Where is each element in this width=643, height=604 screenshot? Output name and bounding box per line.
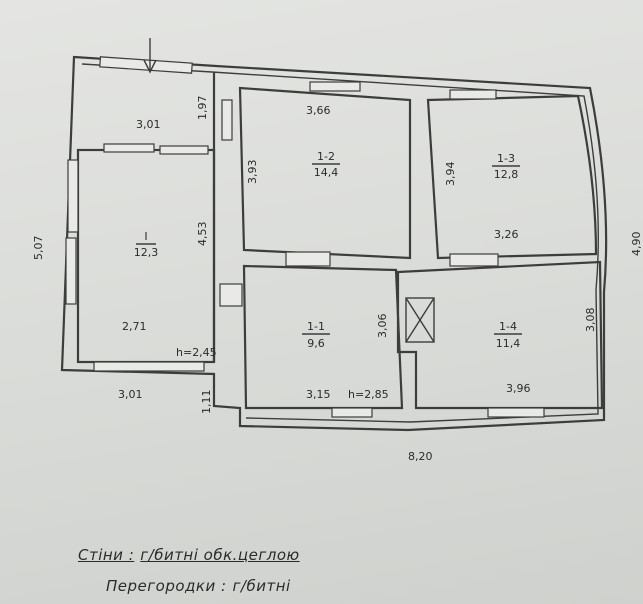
dim-room-1-1-depth: 3,06: [376, 314, 389, 339]
dim-veranda-top-depth: 1,97: [196, 96, 209, 121]
dim-room-1-2-width: 3,66: [306, 104, 331, 117]
window-room-1-3-top: [449, 89, 497, 100]
room-label-1-3: 1-3 12,8: [492, 152, 520, 181]
room-1-4-walls: [396, 260, 604, 410]
dim-right-total: 4,90: [630, 232, 643, 257]
window-left-wall: [221, 99, 233, 141]
room-1-4-number: 1-4: [499, 320, 517, 333]
stove: [405, 297, 435, 343]
door-room-1-1-top: [285, 251, 331, 267]
outer-walls: [60, 55, 608, 432]
window-room-I-left-lower: [65, 237, 77, 305]
dim-step-depth: 1,11: [200, 390, 213, 415]
room-1-3-number: 1-3: [497, 152, 515, 165]
legend-walls: Стіни : г/битні обк.цеглою: [78, 546, 300, 564]
dim-room-1-1-ceiling: h=2,85: [348, 388, 389, 401]
entrance-arrow-icon: [143, 38, 157, 74]
room-1-1-walls: [242, 264, 404, 410]
legend-partitions-label: Перегородки :: [106, 577, 227, 595]
window-room-1-1-bottom: [331, 407, 373, 418]
dim-bottom-left-width: 3,01: [118, 388, 143, 401]
room-I-number: I: [144, 230, 147, 243]
room-label-1-4: 1-4 11,4: [494, 320, 522, 350]
window-room-1-2-top: [309, 81, 361, 92]
door-room-1-3-bottom: [449, 253, 499, 267]
room-label-I: I 12,3: [134, 230, 159, 259]
window-room-1-4-bottom: [487, 407, 545, 418]
dim-room-1-4-depth: 3,08: [584, 308, 597, 333]
dim-room-1-4-width: 3,96: [506, 382, 531, 395]
windows: [65, 56, 545, 418]
dim-room-1-3-depth: 3,94: [444, 162, 457, 187]
window-room-I-top-right: [159, 145, 209, 155]
room-label-1-1: 1-1 9,6: [302, 320, 330, 350]
door-room-I: [219, 283, 243, 307]
room-1-2-walls: [238, 86, 412, 260]
dim-room-1-3-width: 3,26: [494, 228, 519, 241]
legend-partitions: Перегородки : г/битні: [106, 577, 291, 595]
dim-veranda-top-width: 3,01: [136, 118, 161, 131]
dim-room-1-2-depth: 3,93: [246, 160, 259, 185]
window-room-I-top-left: [103, 143, 155, 153]
dim-total-width: 8,20: [408, 450, 433, 463]
room-1-2-number: 1-2: [317, 150, 335, 163]
dim-room-I-ceiling: h=2,45: [176, 346, 217, 359]
room-label-1-2: 1-2 14,4: [312, 150, 340, 179]
dim-room-I-height: 4,53: [196, 222, 209, 247]
room-I-walls: [76, 72, 216, 364]
legend-walls-value: г/битні обк.цеглою: [140, 546, 300, 564]
window-room-I-bottom: [93, 361, 205, 372]
room-1-1-number: 1-1: [307, 320, 325, 333]
legend-partitions-value: г/битні: [232, 577, 291, 595]
room-1-4-area: 11,4: [496, 337, 521, 350]
dim-left-total: 5,07: [32, 236, 45, 261]
room-1-3-area: 12,8: [494, 168, 519, 181]
room-1-1-area: 9,6: [307, 337, 325, 350]
window-room-I-left-upper: [67, 159, 79, 233]
legend-walls-label: Стіни :: [78, 546, 135, 564]
dim-room-1-1-width: 3,15: [306, 388, 331, 401]
room-1-2-area: 14,4: [314, 166, 339, 179]
room-I-area: 12,3: [134, 246, 159, 259]
dimensions: 3,01 1,97 4,53 2,71 h=2,45 3,01 5,07 1,1…: [32, 96, 643, 464]
dim-room-I-width: 2,71: [122, 320, 147, 333]
room-1-3-walls: [426, 94, 598, 260]
